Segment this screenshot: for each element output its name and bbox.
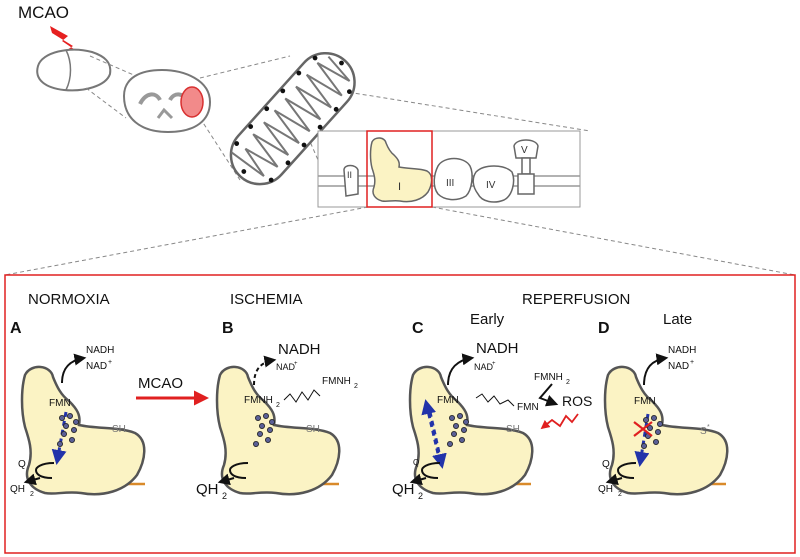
nadh-label: NADH [476, 340, 519, 357]
reperfusion-heading: REPERFUSION [522, 291, 630, 308]
panel-c-letter: C [412, 320, 424, 337]
fes-clusters [641, 414, 664, 449]
panel-b-letter: B [222, 320, 234, 337]
zoom-guides [4, 55, 796, 276]
forward-electron-arrow [428, 411, 447, 469]
complex-ii-label: II [347, 170, 352, 180]
q-label: Q [602, 459, 610, 470]
infarct-area [180, 86, 204, 118]
block-cross-icon [633, 421, 653, 437]
complex-iii [433, 157, 473, 201]
q-label: Q [18, 459, 26, 470]
overview-section: MCAO [4, 3, 796, 276]
svg-text:2: 2 [418, 491, 423, 501]
fes-clusters [252, 412, 275, 447]
ischemia-heading: ISCHEMIA [230, 291, 303, 308]
fmn-label: FMN [634, 396, 656, 407]
sh-label: SH [112, 424, 126, 435]
panel-b: B NADH NAD + FMNH 2 FMNH 2 SH QH 2 [196, 320, 358, 501]
svg-text:2: 2 [354, 383, 358, 390]
fmn-label: FMN [437, 395, 459, 406]
fmnh2-label: FMNH [244, 395, 273, 406]
s-star-label: S [700, 426, 707, 437]
q-label: Q [413, 458, 419, 467]
complex-iii-label: III [446, 178, 454, 189]
svg-text:+: + [108, 359, 112, 366]
complex-v [513, 139, 539, 195]
nad-label: NAD [86, 361, 107, 372]
panel-d-letter: D [598, 320, 610, 337]
nadh-label: NADH [278, 341, 321, 358]
nad-label: NAD [276, 362, 296, 372]
complex-v-label: V [521, 145, 528, 156]
nadh-label: NADH [668, 345, 696, 356]
complex-iv-label: IV [486, 180, 496, 191]
lightning-bolt-icon [50, 26, 84, 56]
etc-inset: II I III IV V [317, 130, 581, 208]
fmn-label: FMN [49, 398, 71, 409]
panel-c: C NADH NAD + FMN FMN FMNH 2 ROS SH Q QH … [392, 320, 592, 501]
nad-label: NAD [668, 361, 689, 372]
fes-clusters [57, 412, 80, 447]
qh2-label: QH [392, 481, 415, 498]
complex-i-body [215, 365, 341, 496]
svg-text:+: + [492, 361, 496, 367]
complex-ii [343, 164, 359, 197]
detail-frame [4, 274, 796, 554]
svg-text:+: + [294, 361, 298, 367]
panel-a-letter: A [10, 320, 22, 337]
qh2-label: QH [598, 484, 613, 495]
mitochondrion [229, 52, 356, 186]
sh-label: SH [306, 424, 320, 435]
panel-a: A NADH NAD + FMN SH Q QH 2 [10, 320, 146, 498]
early-heading: Early [470, 311, 505, 328]
svg-text:2: 2 [276, 402, 280, 409]
nadh-label: NADH [86, 345, 114, 356]
svg-text:2: 2 [222, 491, 227, 501]
svg-text:2: 2 [618, 491, 622, 498]
redox-cycle-arrow [538, 383, 559, 407]
normoxia-heading: NORMOXIA [28, 291, 110, 308]
svg-text:+: + [690, 359, 694, 366]
ros-arrow [540, 413, 579, 430]
svg-text:2: 2 [566, 379, 570, 386]
fmn-free-label: FMN [517, 402, 539, 413]
svg-text:*: * [707, 424, 710, 431]
sh-label: SH [506, 424, 520, 435]
fes-clusters [446, 412, 469, 447]
nad-label: NAD [474, 362, 494, 372]
qh2-label: QH [196, 481, 219, 498]
fmnh2-free-label: FMNH [534, 372, 563, 383]
panel-d: D NADH NAD + FMN S * Q QH 2 [598, 320, 729, 498]
ros-label: ROS [562, 393, 592, 409]
brain-icon [36, 48, 112, 92]
svg-text:2: 2 [30, 491, 34, 498]
brain-section [122, 68, 212, 134]
complex-i-highlight [366, 130, 433, 208]
complex-iv [472, 165, 515, 203]
late-heading: Late [663, 311, 692, 328]
qh2-label: QH [10, 484, 25, 495]
complex-i-label: I [398, 181, 401, 193]
mcao-arrow-label: MCAO [138, 375, 183, 392]
mcao-label: MCAO [18, 3, 69, 22]
fmnh2-free-label: FMNH [322, 376, 351, 387]
